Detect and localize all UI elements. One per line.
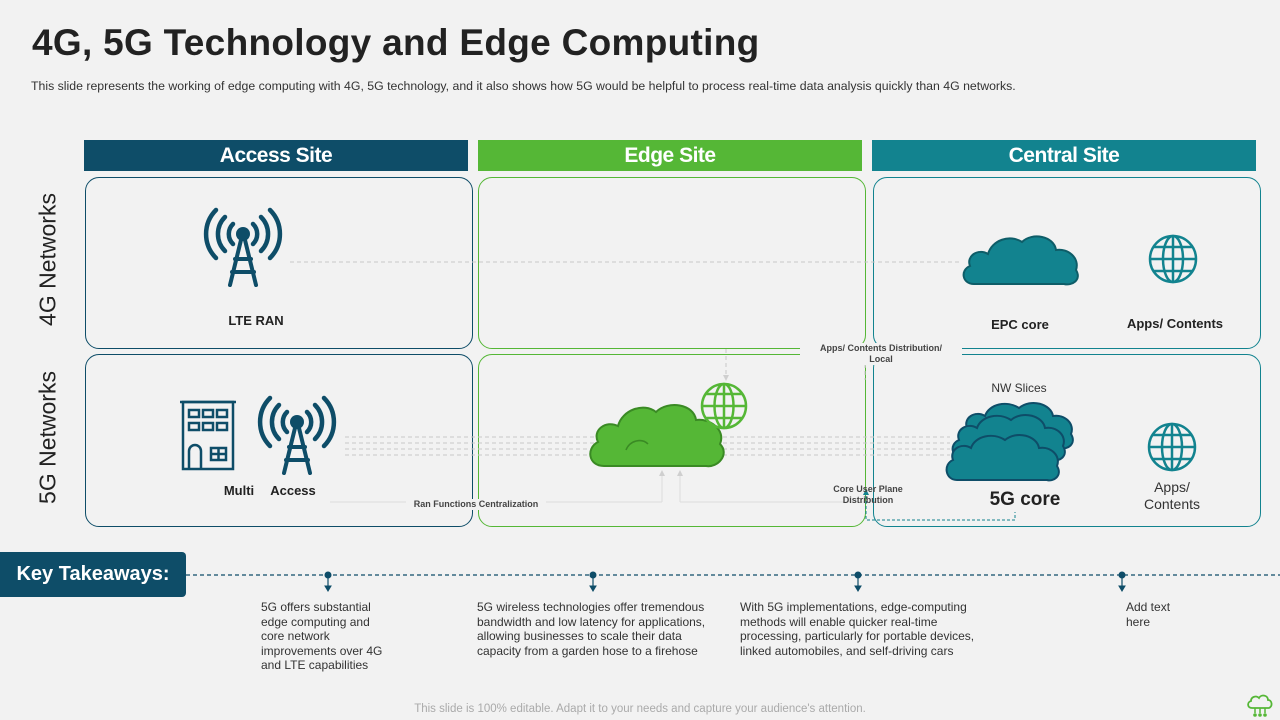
footer-note: This slide is 100% editable. Adapt it to… <box>414 703 866 715</box>
header-edge-site: Edge Site <box>478 140 862 171</box>
edge-globe-icon <box>700 382 748 430</box>
note-core-line2: Distribution <box>842 495 894 505</box>
cloud-icon <box>962 235 1079 286</box>
globe-5g-icon <box>1147 422 1197 472</box>
page-title: 4G, 5G Technology and Edge Computing <box>32 22 760 63</box>
takeaway-2: 5G wireless technologies offer tremendou… <box>477 600 706 658</box>
label-multi: Multi <box>223 483 255 498</box>
label-epc-core: EPC core <box>991 317 1049 332</box>
label-access: Access <box>270 483 316 498</box>
header-access-site: Access Site <box>84 140 468 171</box>
label-5g-core: 5G core <box>989 489 1061 510</box>
takeaway-3: With 5G implementations, edge-computing … <box>740 600 975 658</box>
building-icon <box>180 400 236 471</box>
panel-access-4g <box>85 177 473 349</box>
takeaway-1: 5G offers substantial edge computing and… <box>261 600 383 672</box>
note-apps-distribution-line2: Local <box>869 354 893 364</box>
edge-cloud-icon <box>589 404 725 468</box>
cloud-logo-icon <box>1247 694 1273 717</box>
label-apps-5g-line2: Contents <box>1143 496 1201 512</box>
globe-icon <box>1148 234 1198 284</box>
antenna-icon <box>203 207 283 287</box>
nw-slices-cloud-icon <box>945 401 1074 482</box>
panel-edge-4g <box>478 177 866 349</box>
takeaway-4: Add text here <box>1126 600 1171 629</box>
takeaways-timeline <box>186 571 1280 592</box>
label-lte-ran: LTE RAN <box>228 313 284 328</box>
label-apps-contents-4g: Apps/ Contents <box>1126 316 1224 331</box>
note-core-line1: Core User Plane <box>833 484 903 494</box>
header-central-site: Central Site <box>872 140 1256 171</box>
antenna-5g-icon <box>257 395 337 475</box>
note-core-user-plane: Core User Plane Distribution <box>818 484 918 506</box>
key-takeaways-label: Key Takeaways: <box>0 552 186 597</box>
note-apps-distribution-line1: Apps/ Contents Distribution/ <box>820 343 942 353</box>
note-ran-centralization: Ran Functions Centralization <box>406 499 546 510</box>
label-apps-contents-5g: Apps/ Contents <box>1122 479 1222 513</box>
label-nw-slices: NW Slices <box>991 381 1047 395</box>
page-subtitle: This slide represents the working of edg… <box>31 79 1016 93</box>
label-apps-5g-line1: Apps/ <box>1154 479 1190 495</box>
note-apps-distribution: Apps/ Contents Distribution/ Local <box>800 343 962 365</box>
